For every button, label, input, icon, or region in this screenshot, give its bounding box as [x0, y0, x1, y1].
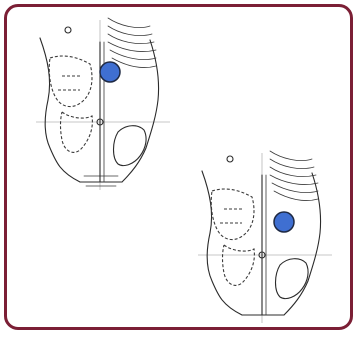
- region-marker-lower: [274, 212, 294, 232]
